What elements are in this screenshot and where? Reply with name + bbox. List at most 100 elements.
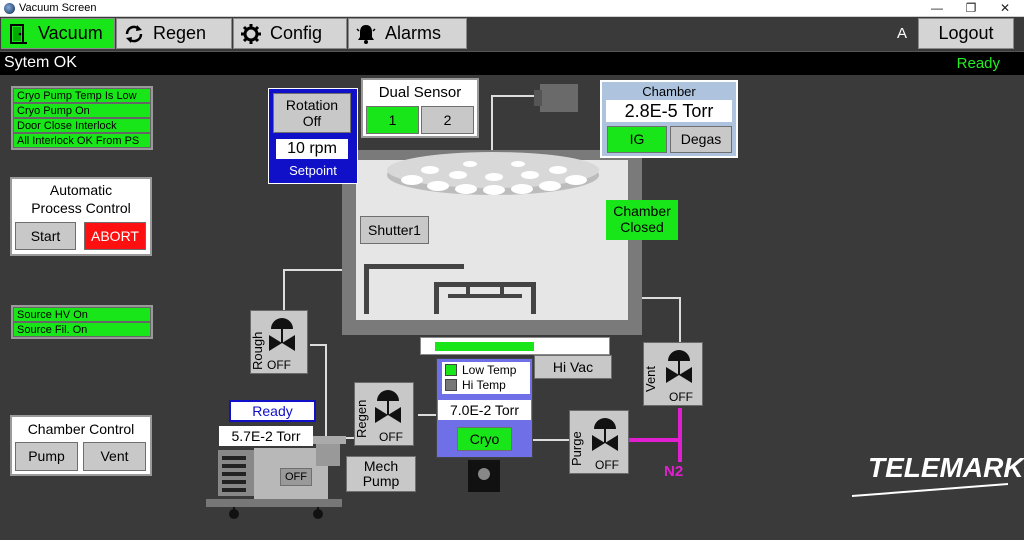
door-icon: [10, 23, 27, 44]
mech-pump-graphic: [206, 436, 346, 519]
crucible-post-right: [500, 287, 504, 297]
vent-line: [642, 297, 681, 342]
mech-pump-pressure: 5.7E-2 Torr: [219, 426, 313, 446]
vent-valve[interactable]: OFF: [643, 342, 703, 406]
window-title: Vacuum Screen: [19, 2, 97, 14]
chamber-status-line-2: Closed: [620, 219, 664, 235]
user-indicator: A: [897, 25, 908, 42]
start-button[interactable]: Start: [15, 222, 76, 250]
chamber-closed-status: Chamber Closed: [606, 200, 678, 240]
rotation-rpm-value[interactable]: 10 rpm: [276, 139, 348, 159]
tab-config[interactable]: Config: [233, 18, 347, 49]
tab-regen[interactable]: Regen: [116, 18, 232, 49]
refresh-icon: [125, 24, 143, 43]
auto-process-title-1: Automatic: [49, 182, 113, 198]
rough-valve-state: OFF: [267, 358, 291, 372]
main-toolbar: Vacuum Regen Config Alarms A Logout: [0, 18, 1024, 50]
interlock-lamp: Cryo Pump On: [13, 103, 151, 118]
hi-vac-button[interactable]: Hi Vac: [534, 355, 612, 379]
source-lamp: Source Fil. On: [13, 322, 151, 337]
valve-icon: [375, 390, 401, 423]
regen-valve-state: OFF: [379, 430, 403, 444]
dual-sensor-title: Dual Sensor: [378, 84, 462, 101]
chamber-control-title: Chamber Control: [27, 421, 135, 437]
gauge-head: [540, 84, 578, 112]
sensor-2-button[interactable]: 2: [421, 106, 474, 134]
vent-button[interactable]: Vent: [83, 442, 146, 471]
abort-button[interactable]: ABORT: [84, 222, 146, 250]
cryo-panel: Low Temp Hi Temp 7.0E-2 Torr Cryo: [436, 358, 533, 458]
tab-alarms[interactable]: Alarms: [348, 18, 467, 49]
bell-icon: [356, 24, 376, 44]
hi-vac-fill: [435, 342, 534, 351]
regen-valve-label: Regen: [354, 399, 369, 438]
dual-sensor-panel: Dual Sensor 1 2: [361, 78, 479, 138]
gauge-flange: [534, 90, 542, 106]
rough-valve[interactable]: OFF: [250, 310, 308, 374]
source-wall-right: [531, 282, 536, 314]
minimize-icon[interactable]: —: [931, 1, 943, 15]
shield-wall: [364, 264, 369, 314]
chamber-gauge-panel: Chamber 2.8E-5 Torr IG Degas: [600, 80, 738, 158]
chamber-status-line-1: Chamber: [613, 203, 671, 219]
hi-vac-indicator[interactable]: [420, 337, 610, 355]
rotation-toggle-button[interactable]: Rotation Off: [273, 93, 351, 133]
rotation-setpoint-label: Setpoint: [289, 163, 337, 178]
shutter1-button[interactable]: Shutter1: [360, 216, 429, 244]
interlock-list: Cryo Pump Temp Is Low Cryo Pump On Door …: [11, 86, 153, 150]
interlock-lamp: All Interlock OK From PS: [13, 133, 151, 148]
status-bar: Sytem OK Ready: [0, 51, 1024, 75]
vent-valve-label: Vent: [643, 365, 658, 392]
cryo-port: [478, 468, 490, 480]
gear-icon: [241, 23, 261, 44]
low-temp-lamp: [445, 364, 457, 376]
sensor-1-button[interactable]: 1: [366, 106, 419, 134]
auto-process-title-2: Process Control: [31, 200, 131, 216]
close-icon[interactable]: ✕: [999, 1, 1011, 15]
tab-label: Vacuum: [38, 23, 103, 43]
hi-temp-label: Hi Temp: [462, 378, 506, 392]
chamber-pressure-readout: 2.8E-5 Torr: [606, 100, 732, 122]
purge-valve-state: OFF: [595, 458, 619, 472]
source-wall-left: [434, 282, 439, 314]
logout-button[interactable]: Logout: [918, 18, 1014, 49]
app-icon: [4, 3, 15, 14]
ig-button[interactable]: IG: [607, 126, 667, 153]
tab-vacuum[interactable]: Vacuum: [1, 18, 115, 49]
pump-button[interactable]: Pump: [15, 442, 78, 471]
vent-valve-state: OFF: [669, 390, 693, 404]
mech-pump-toggle[interactable]: OFF: [280, 468, 312, 486]
valve-icon: [592, 418, 618, 451]
source-lamp: Source HV On: [13, 307, 151, 322]
crucible: [448, 294, 522, 298]
tab-label: Regen: [153, 23, 207, 43]
source-rim: [434, 282, 536, 287]
purge-valve[interactable]: OFF: [569, 410, 629, 474]
source-status-list: Source HV On Source Fil. On: [11, 305, 153, 339]
rotation-label-1: Rotation: [285, 97, 339, 113]
window-titlebar: Vacuum Screen — ❐ ✕: [0, 0, 1024, 17]
low-temp-label: Low Temp: [462, 363, 517, 377]
cryo-pressure-readout: 7.0E-2 Torr: [438, 400, 531, 420]
cryo-temp-box: Low Temp Hi Temp: [442, 362, 530, 394]
mech-pump-label-box: Mech Pump: [346, 456, 416, 492]
rotation-label-2: Off: [302, 113, 322, 129]
regen-valve[interactable]: OFF: [354, 382, 414, 446]
status-message: Sytem OK: [4, 54, 77, 71]
restore-icon[interactable]: ❐: [965, 1, 977, 15]
cryo-button[interactable]: Cryo: [457, 427, 512, 451]
brand-text: TELEMARK: [868, 452, 1024, 483]
crucible-post-left: [466, 287, 470, 297]
rough-valve-label: Rough: [250, 331, 265, 370]
purge-valve-label: Purge: [569, 431, 584, 466]
rough-to-pump-line: [310, 344, 327, 438]
degas-button[interactable]: Degas: [670, 126, 732, 153]
chamber-control-panel: Chamber Control Pump Vent: [10, 415, 152, 476]
tab-label: Config: [270, 23, 323, 43]
hi-temp-lamp: [445, 379, 457, 391]
auto-process-panel: Automatic Process Control Start ABORT: [10, 177, 152, 256]
telemark-logo: TELEMARK: [850, 448, 1024, 504]
valve-icon: [666, 350, 692, 383]
sensor-line: [491, 95, 540, 152]
